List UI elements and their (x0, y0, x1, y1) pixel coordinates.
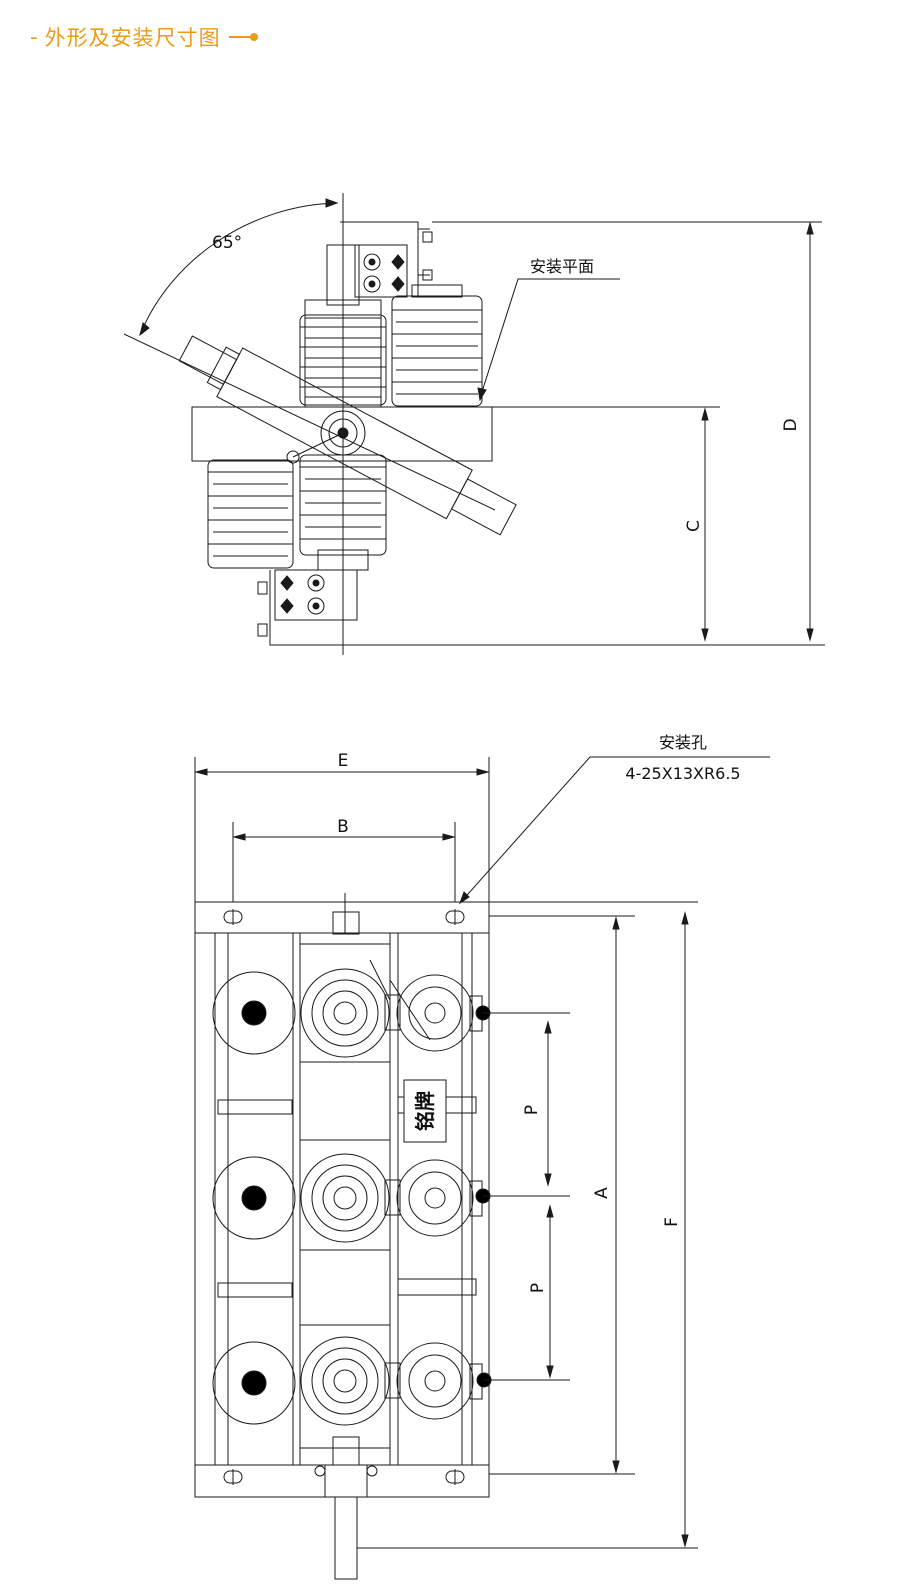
header-arrow-icon (228, 31, 259, 43)
header-dash: - (30, 25, 39, 49)
nameplate-label: 铭牌 (413, 1091, 437, 1131)
dim-f-arrow-top (681, 911, 689, 925)
top-block (332, 911, 360, 935)
dim-p2-label: P (528, 1283, 548, 1293)
section-header: - 外形及安装尺寸图 (30, 20, 259, 54)
phase-2 (212, 1139, 570, 1251)
dim-e-label: E (338, 751, 349, 771)
lower-insulator-right (299, 454, 387, 571)
dim-p2-arrow-top (546, 1204, 554, 1218)
dim-p2-arrow-bottom (546, 1365, 554, 1379)
output-shaft (314, 1436, 698, 1580)
header-title: 外形及安装尺寸图 (44, 26, 221, 50)
dim-d-arrow-top (806, 221, 814, 235)
dim-a-label: A (592, 1187, 612, 1199)
side-view: 65° (123, 193, 825, 655)
dim-p1-arrow-top (544, 1020, 552, 1034)
top-view: E B 安装孔 4-25X13XR6.5 (194, 733, 770, 1580)
lower-insulator-left (207, 459, 294, 569)
mount-plane-arrowhead (477, 387, 487, 402)
angle-label: 65° (212, 233, 242, 253)
dim-f-arrow-bottom (681, 1534, 689, 1548)
hole-leader (459, 756, 591, 904)
hole-leader-arrowhead (459, 891, 470, 905)
mount-plane-leader (479, 278, 620, 399)
nameplate-box (403, 1079, 447, 1143)
phase-1 (212, 943, 570, 1063)
dim-c-arrow-bottom (701, 628, 709, 642)
dim-p1-arrow-bottom (544, 1173, 552, 1187)
dim-b-arrow-left (232, 833, 246, 841)
dim-d-label: D (781, 418, 801, 431)
mount-plane-label: 安装平面 (530, 257, 594, 276)
tilted-axis (123, 333, 496, 511)
dim-e-arrow-left (194, 768, 208, 776)
mounting-holes (223, 909, 465, 1485)
upper-insulator-right (391, 284, 483, 407)
dim-a-arrow-top (612, 916, 620, 930)
hole-spec: 4-25X13XR6.5 (625, 764, 740, 783)
right-bar-2 (397, 1278, 477, 1296)
dim-b-arrow-right (442, 833, 456, 841)
dim-e-arrow-right (476, 768, 490, 776)
dim-p1-label: P (522, 1105, 542, 1115)
angle-arrow-head-top (325, 198, 339, 208)
tilted-actuator (178, 335, 517, 536)
top-terminal (340, 221, 822, 298)
upper-insulator-left (299, 244, 387, 408)
hole-label: 安装孔 (659, 733, 707, 752)
dim-f-label: F (662, 1217, 682, 1227)
dim-c-label: C (684, 520, 704, 532)
angle-arrow-head-bottom (139, 322, 150, 337)
bottom-terminal (257, 569, 825, 646)
dim-c-arrow-top (701, 407, 709, 421)
dim-b-label: B (337, 817, 349, 837)
left-bar-1 (217, 1099, 293, 1115)
phase-3 (212, 1324, 570, 1449)
left-bar-2 (217, 1282, 293, 1298)
angle-arc (139, 202, 338, 336)
dim-d-arrow-bottom (806, 628, 814, 642)
dim-a-arrow-bottom (612, 1460, 620, 1474)
